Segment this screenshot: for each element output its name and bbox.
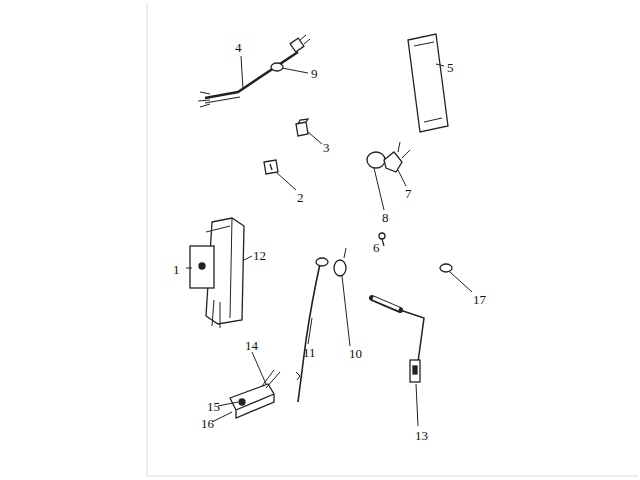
callout-number: 2	[296, 190, 305, 205]
callout-number: 13	[414, 428, 429, 443]
callout-number: 4	[234, 40, 243, 55]
callout-number: 9	[310, 66, 319, 81]
callout-number: 15	[206, 399, 221, 414]
callout-number: 12	[252, 248, 267, 263]
callout-number: 14	[244, 338, 259, 353]
callout-number: 7	[404, 186, 413, 201]
callout-number: 1	[172, 262, 181, 277]
callout-number: 3	[322, 140, 331, 155]
callout-number: 17	[472, 292, 487, 307]
callout-number: 10	[348, 346, 363, 361]
callout-number: 6	[372, 240, 381, 255]
callout-number: 16	[200, 416, 215, 431]
callout-number: 11	[302, 345, 317, 360]
callout-number: 5	[446, 60, 455, 75]
callout-number: 8	[381, 210, 390, 225]
